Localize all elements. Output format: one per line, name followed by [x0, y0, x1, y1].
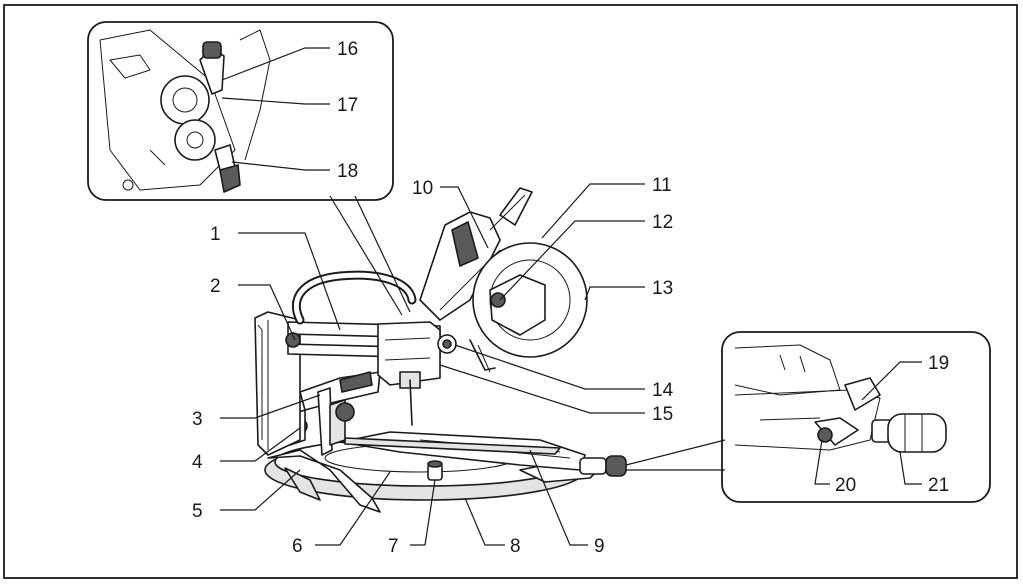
inset-pointer-line-a	[329, 195, 403, 316]
leader-20	[814, 439, 830, 485]
inset-pointer-line-b	[354, 195, 411, 313]
carriage-block	[377, 321, 457, 426]
callout-10: 10	[412, 178, 433, 199]
inset-frame-top	[87, 21, 394, 201]
leader-9	[529, 449, 588, 546]
inset-frame-right	[721, 331, 991, 503]
blade-guard	[469, 242, 588, 373]
leader-11	[541, 183, 645, 239]
leader-21	[899, 451, 922, 485]
leader-8	[464, 497, 505, 546]
callout-16: 16	[337, 39, 358, 60]
inset-top-left	[87, 21, 411, 316]
callout-15: 15	[652, 404, 673, 425]
callout-14: 14	[652, 380, 674, 401]
leader-17	[221, 97, 330, 105]
inset-right-art	[734, 344, 947, 453]
leader-14	[454, 344, 645, 390]
callout-19: 19	[928, 353, 949, 374]
callout-3: 3	[192, 409, 203, 430]
callout-7: 7	[388, 536, 399, 557]
leader-15	[439, 364, 645, 414]
leader-3	[220, 394, 321, 419]
callout-11: 11	[652, 175, 672, 196]
leader-lines	[220, 47, 922, 546]
leader-1	[238, 232, 341, 331]
callout-1: 1	[210, 224, 221, 245]
callout-5: 5	[192, 501, 203, 522]
leader-19	[861, 361, 922, 401]
inset-pointer-line-c	[625, 439, 726, 466]
callout-18: 18	[337, 161, 358, 182]
leader-7	[410, 479, 436, 546]
leader-6	[315, 471, 391, 546]
leader-12	[499, 220, 645, 301]
leader-10	[440, 186, 489, 249]
base-assembly	[264, 431, 627, 513]
inset-top-art	[99, 29, 271, 193]
leader-5	[220, 469, 301, 511]
miter-saw-illustration	[254, 187, 627, 513]
leader-18	[231, 161, 330, 171]
callout-2: 2	[210, 276, 221, 297]
callout-6: 6	[292, 536, 303, 557]
callout-labels: 1 2 3 4 5 6 7 8 9 10 11 12 13 14 15 16 1…	[192, 39, 949, 557]
callout-13: 13	[652, 278, 673, 299]
callout-8: 8	[510, 536, 521, 557]
saw-arm	[419, 187, 533, 321]
leader-2	[238, 284, 296, 341]
leader-16	[221, 47, 330, 81]
callout-9: 9	[594, 536, 605, 557]
leader-13	[584, 286, 645, 301]
callout-17: 17	[337, 95, 358, 116]
leader-4	[220, 427, 301, 462]
callout-12: 12	[652, 212, 673, 233]
diagram-frame	[3, 4, 1018, 579]
inset-right	[625, 331, 991, 503]
callout-20: 20	[835, 475, 856, 496]
callout-21: 21	[928, 475, 949, 496]
callout-4: 4	[192, 452, 203, 473]
